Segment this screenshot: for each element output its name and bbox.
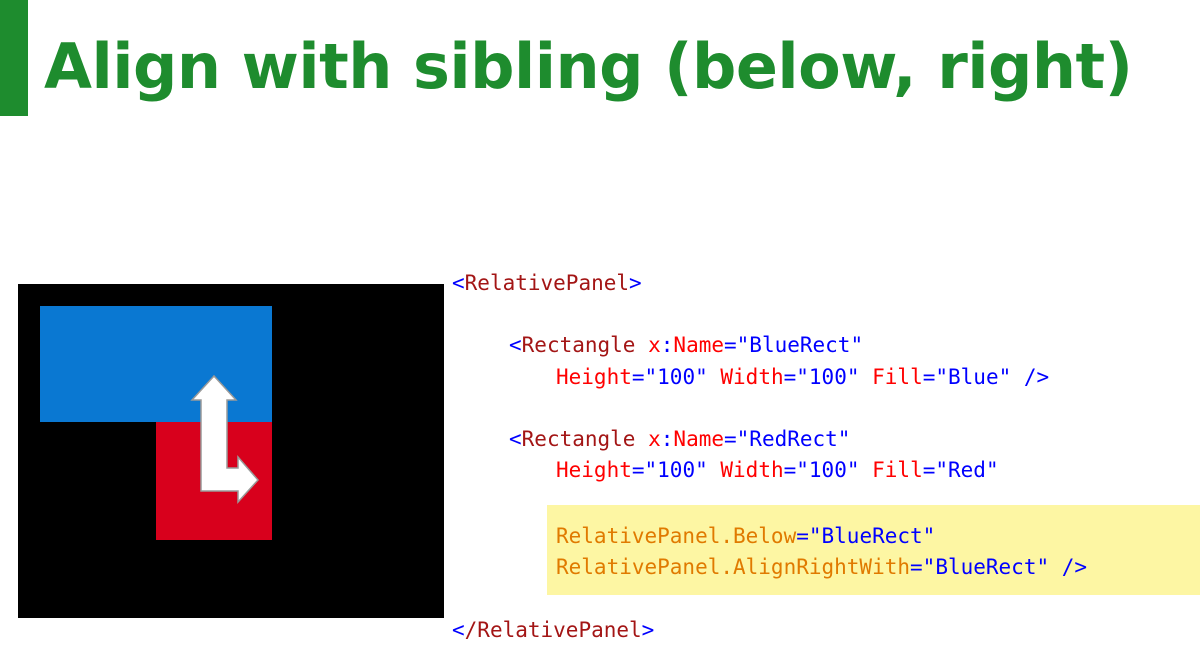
attr-height: Height [556,365,632,389]
code-line-blue-rect: <Rectangle x:Name="BlueRect" [509,333,864,357]
below-value: "BlueRect" [808,524,936,548]
value-fill: "Blue" [935,365,1012,389]
code-highlight [547,505,1200,595]
attr-prefix: x [648,427,661,451]
attr-height: Height [556,458,632,482]
code-line-red-rect: <Rectangle x:Name="RedRect" [509,427,851,451]
code-line-close-panel: </RelativePanel> [452,618,655,642]
value-width: "100" [796,458,860,482]
blue-rectangle [40,306,272,422]
alignright-value: "BlueRect" [922,555,1050,579]
slide-title: Align with sibling (below, right) [44,30,1133,103]
attr-fill: Fill [872,458,923,482]
code-line-open-panel: <RelativePanel> [452,271,642,295]
open-tag: RelativePanel [464,271,630,295]
attr-width: Width [720,458,784,482]
element-name: Rectangle [521,427,636,451]
attr-name: Name [673,427,724,451]
value-height: "100" [644,365,708,389]
code-line-red-size: Height="100" Width="100" Fill="Red" [556,458,999,482]
relativepanel-alignrightwith-prop: RelativePanel.AlignRightWith [556,555,911,579]
code-line-below: RelativePanel.Below="BlueRect" [556,524,936,548]
element-name: Rectangle [521,333,636,357]
attr-prefix: x [648,333,661,357]
attr-name: Name [673,333,724,357]
attr-value: "RedRect" [736,427,851,451]
relative-panel-demo [18,284,444,618]
code-line-align-right: RelativePanel.AlignRightWith="BlueRect" … [556,555,1088,579]
value-height: "100" [644,458,708,482]
close-tag: /RelativePanel [464,618,642,642]
relativepanel-below-prop: RelativePanel.Below [556,524,797,548]
value-fill: "Red" [935,458,999,482]
title-accent-bar [0,0,28,116]
self-close: /> [1049,555,1088,579]
attr-fill: Fill [872,365,923,389]
code-line-blue-size: Height="100" Width="100" Fill="Blue" /> [556,365,1050,389]
value-width: "100" [796,365,860,389]
attr-value: "BlueRect" [736,333,864,357]
xaml-code-block: <RelativePanel> <Rectangle x:Name="BlueR… [452,0,1087,642]
up-then-right-arrow-icon [190,374,260,504]
attr-width: Width [720,365,784,389]
self-close: /> [1011,365,1050,389]
